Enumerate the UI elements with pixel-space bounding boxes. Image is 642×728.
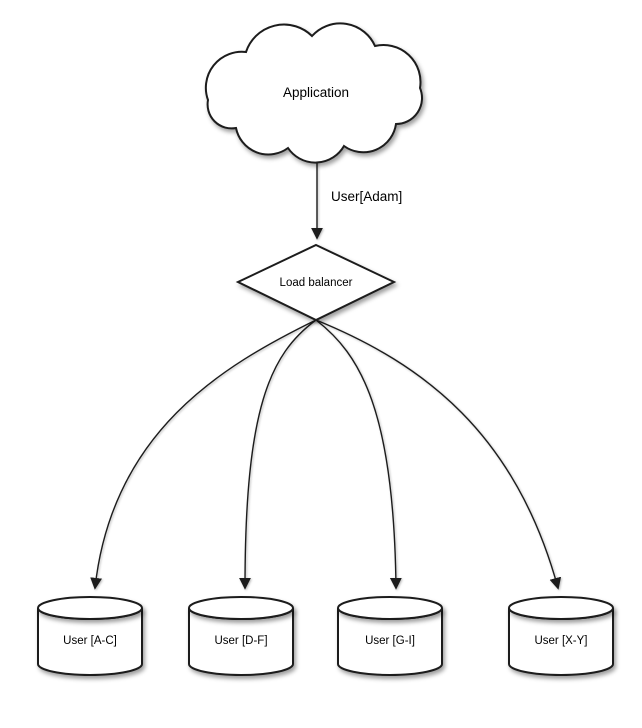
db-cylinder-user-gi: User [G-I] [337,596,443,676]
cylinder-top [508,596,614,620]
shard-label: User [G-I] [365,635,415,647]
shard-label: User [D-F] [214,635,267,647]
application-label: Application [283,85,349,100]
application-cloud: Application [204,22,423,164]
cylinder-top [37,596,143,620]
arrow-lb-to-shard-df [239,319,317,590]
shard-label: User [X-Y] [534,635,587,647]
arrow-lb-to-shard-gi [315,319,402,590]
request-edge-label: User[Adam] [331,189,402,204]
arrow-lb-to-shard-xy [315,319,562,590]
cloud-shape [204,22,423,164]
shard-label: User [A-C] [63,635,117,647]
cylinder-top [337,596,443,620]
db-cylinder-user-df: User [D-F] [188,596,294,676]
edges [90,150,562,590]
load-balancer-diamond: Load balancer [235,243,397,322]
db-cylinder-user-ac: User [A-C] [37,596,143,676]
diamond-shape [235,243,397,322]
cylinder-top [188,596,294,620]
load-balancer-label: Load balancer [280,277,353,289]
arrow-lb-to-shard-ac [90,319,317,590]
db-cylinder-user-xy: User [X-Y] [508,596,614,676]
